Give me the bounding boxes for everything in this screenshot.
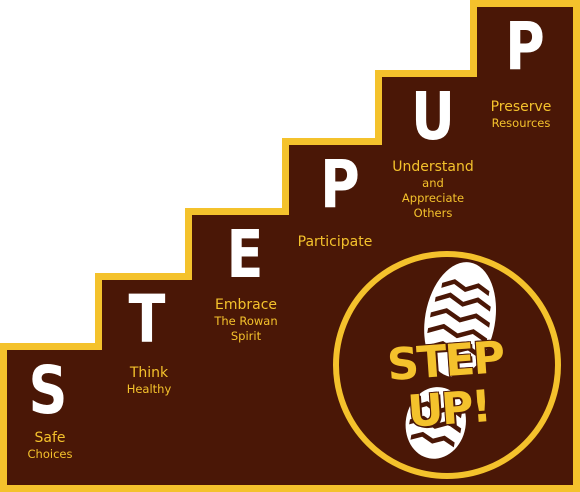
- step-caption-think: Think Healthy: [104, 365, 194, 397]
- step-label: Think: [129, 365, 169, 381]
- step-sublabel: Choices: [27, 447, 73, 461]
- step-label: Understand: [392, 159, 474, 175]
- shoe-print-icon: [405, 262, 496, 459]
- step-letter-e: E: [226, 216, 264, 293]
- badge-step-up-text: STEP UP!: [385, 332, 505, 438]
- step-caption-participate: Participate: [285, 234, 385, 251]
- staircase-body: [7, 7, 573, 485]
- step-letter-t: T: [128, 281, 166, 358]
- step-sublabel: Healthy: [126, 382, 172, 396]
- step-sublabel: and Appreciate Others: [401, 176, 465, 220]
- step-caption-embrace: Embrace The Rowan Spirit: [196, 297, 296, 344]
- step-letter-p: P: [320, 146, 360, 223]
- step-label: Participate: [297, 234, 373, 250]
- step-letter-u: U: [411, 78, 455, 155]
- step-letter-s: S: [28, 352, 68, 429]
- step-label: Safe: [34, 430, 66, 446]
- step-caption-understand: Understand and Appreciate Others: [381, 159, 485, 221]
- step-sublabel: Resources: [491, 116, 551, 130]
- step-caption-preserve: Preserve Resources: [476, 99, 566, 131]
- step-label: Embrace: [214, 297, 277, 313]
- step-sublabel: The Rowan Spirit: [214, 314, 278, 343]
- step-letter-p-2: P: [505, 8, 545, 85]
- step-label: Preserve: [490, 99, 552, 115]
- badge-circle: [333, 251, 561, 479]
- step-caption-safe: Safe Choices: [5, 430, 95, 462]
